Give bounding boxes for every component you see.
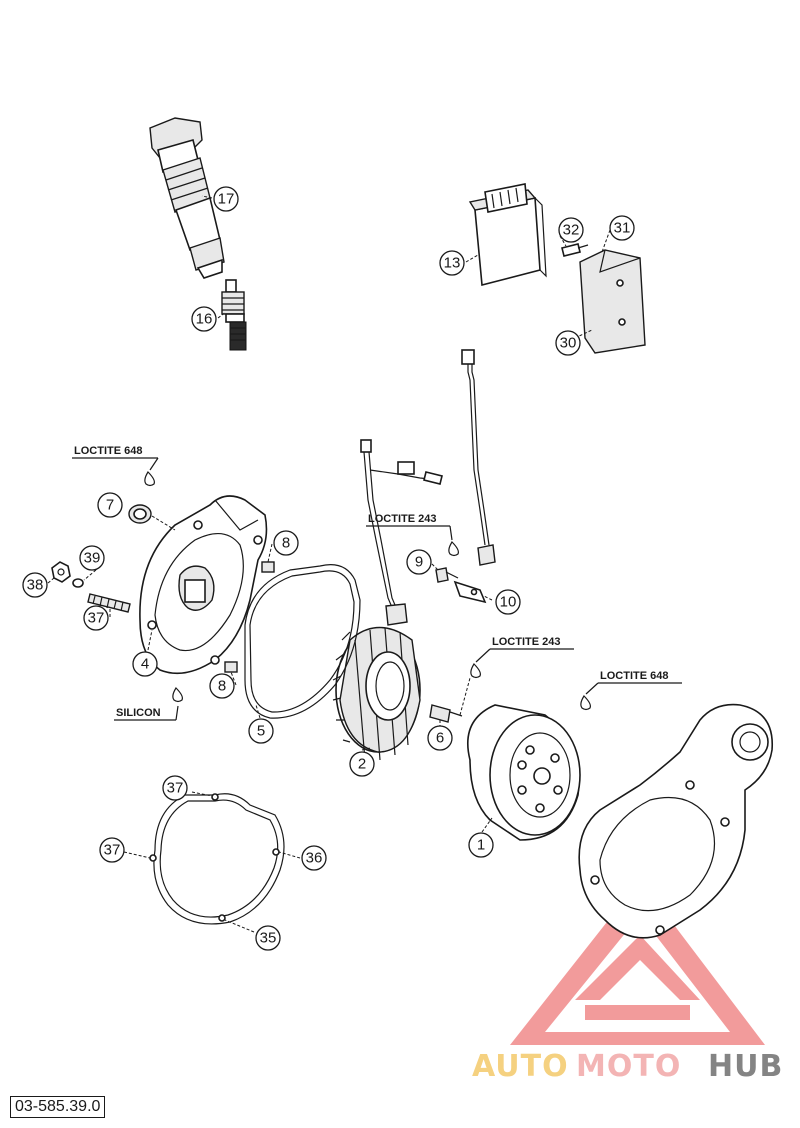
engine-cover xyxy=(578,703,773,939)
ignition-cover xyxy=(139,495,268,675)
note-loctite-648-top-text: LOCTITE 648 xyxy=(74,445,142,457)
svg-text:32: 32 xyxy=(563,222,580,239)
ignition-coil xyxy=(149,117,225,279)
note-loctite-648-right: LOCTITE 648 xyxy=(580,670,682,711)
callout-4: 4 xyxy=(132,651,158,677)
cdi-unit xyxy=(468,183,547,287)
callout-10: 10 xyxy=(495,589,521,615)
watermark-text-auto: AUTO xyxy=(472,1049,569,1084)
callout-9: 9 xyxy=(406,549,432,575)
svg-text:37: 37 xyxy=(104,842,121,859)
watermark-text-hub: HUB xyxy=(708,1049,783,1084)
drop-icon xyxy=(580,695,591,711)
flywheel-rotor xyxy=(466,704,581,841)
document-code: 03-585.39.0 xyxy=(10,1096,106,1118)
svg-text:1: 1 xyxy=(477,837,485,854)
spark-plug xyxy=(221,279,247,351)
pickup-sensor xyxy=(453,349,496,604)
cover-gasket xyxy=(244,564,361,719)
svg-text:5: 5 xyxy=(257,723,265,740)
note-loctite-648-top: LOCTITE 648 xyxy=(72,445,159,487)
callout-30: 30 xyxy=(555,330,581,356)
dowel-pins xyxy=(224,561,275,673)
svg-text:2: 2 xyxy=(358,756,366,773)
svg-text:9: 9 xyxy=(415,554,423,571)
note-loctite-243-right-text: LOCTITE 243 xyxy=(492,636,560,648)
note-silicon: SILICON xyxy=(114,687,183,721)
svg-text:8: 8 xyxy=(282,535,290,552)
callout-31: 31 xyxy=(609,215,635,241)
drop-icon xyxy=(448,541,459,557)
screw-9 xyxy=(435,567,459,583)
watermark-text-moto: MOTO xyxy=(576,1049,681,1084)
callout-39: 39 xyxy=(79,545,105,571)
flywheel-bolt xyxy=(429,677,471,723)
callout-17: 17 xyxy=(213,186,239,212)
callout-37b: 37 xyxy=(162,775,188,801)
note-loctite-243-mid-text: LOCTITE 243 xyxy=(368,513,436,525)
callout-13: 13 xyxy=(439,250,465,276)
cdi-bracket xyxy=(561,243,646,354)
callout-37c: 37 xyxy=(99,837,125,863)
callout-1: 1 xyxy=(468,832,494,858)
svg-text:31: 31 xyxy=(614,220,631,237)
callout-8a: 8 xyxy=(273,530,299,556)
note-loctite-243-right: LOCTITE 243 xyxy=(470,636,574,679)
svg-text:17: 17 xyxy=(218,191,235,208)
callout-8b: 8 xyxy=(209,673,235,699)
callout-32: 32 xyxy=(558,217,584,243)
callout-6: 6 xyxy=(427,725,453,751)
svg-text:16: 16 xyxy=(196,311,213,328)
drop-icon xyxy=(172,687,183,703)
watermark-inner-mark xyxy=(575,935,700,1020)
stator xyxy=(332,626,421,761)
callout-16: 16 xyxy=(191,306,217,332)
svg-text:30: 30 xyxy=(560,335,577,352)
callout-38: 38 xyxy=(22,572,48,598)
drop-icon xyxy=(144,471,155,487)
svg-text:7: 7 xyxy=(106,497,114,514)
callout-36: 36 xyxy=(301,845,327,871)
lower-gasket xyxy=(123,791,301,933)
note-silicon-text: SILICON xyxy=(116,707,161,719)
stator-wiring xyxy=(360,439,443,626)
svg-text:4: 4 xyxy=(141,656,149,673)
svg-text:10: 10 xyxy=(500,594,517,611)
callout-2: 2 xyxy=(349,751,375,777)
svg-text:37: 37 xyxy=(167,780,184,797)
callout-7: 7 xyxy=(97,492,123,518)
svg-text:35: 35 xyxy=(260,930,277,947)
svg-text:8: 8 xyxy=(218,678,226,695)
svg-text:38: 38 xyxy=(27,577,44,594)
drop-icon xyxy=(470,663,481,679)
svg-text:13: 13 xyxy=(444,255,461,272)
callout-5: 5 xyxy=(248,718,274,744)
callout-35: 35 xyxy=(255,925,281,951)
oil-seal xyxy=(128,504,176,531)
svg-text:37: 37 xyxy=(88,610,105,627)
note-loctite-243-mid: LOCTITE 243 xyxy=(366,513,459,557)
svg-text:6: 6 xyxy=(436,730,444,747)
callout-37a: 37 xyxy=(83,605,109,631)
svg-text:36: 36 xyxy=(306,850,323,867)
svg-text:39: 39 xyxy=(84,550,101,567)
note-loctite-648-right-text: LOCTITE 648 xyxy=(600,670,668,682)
